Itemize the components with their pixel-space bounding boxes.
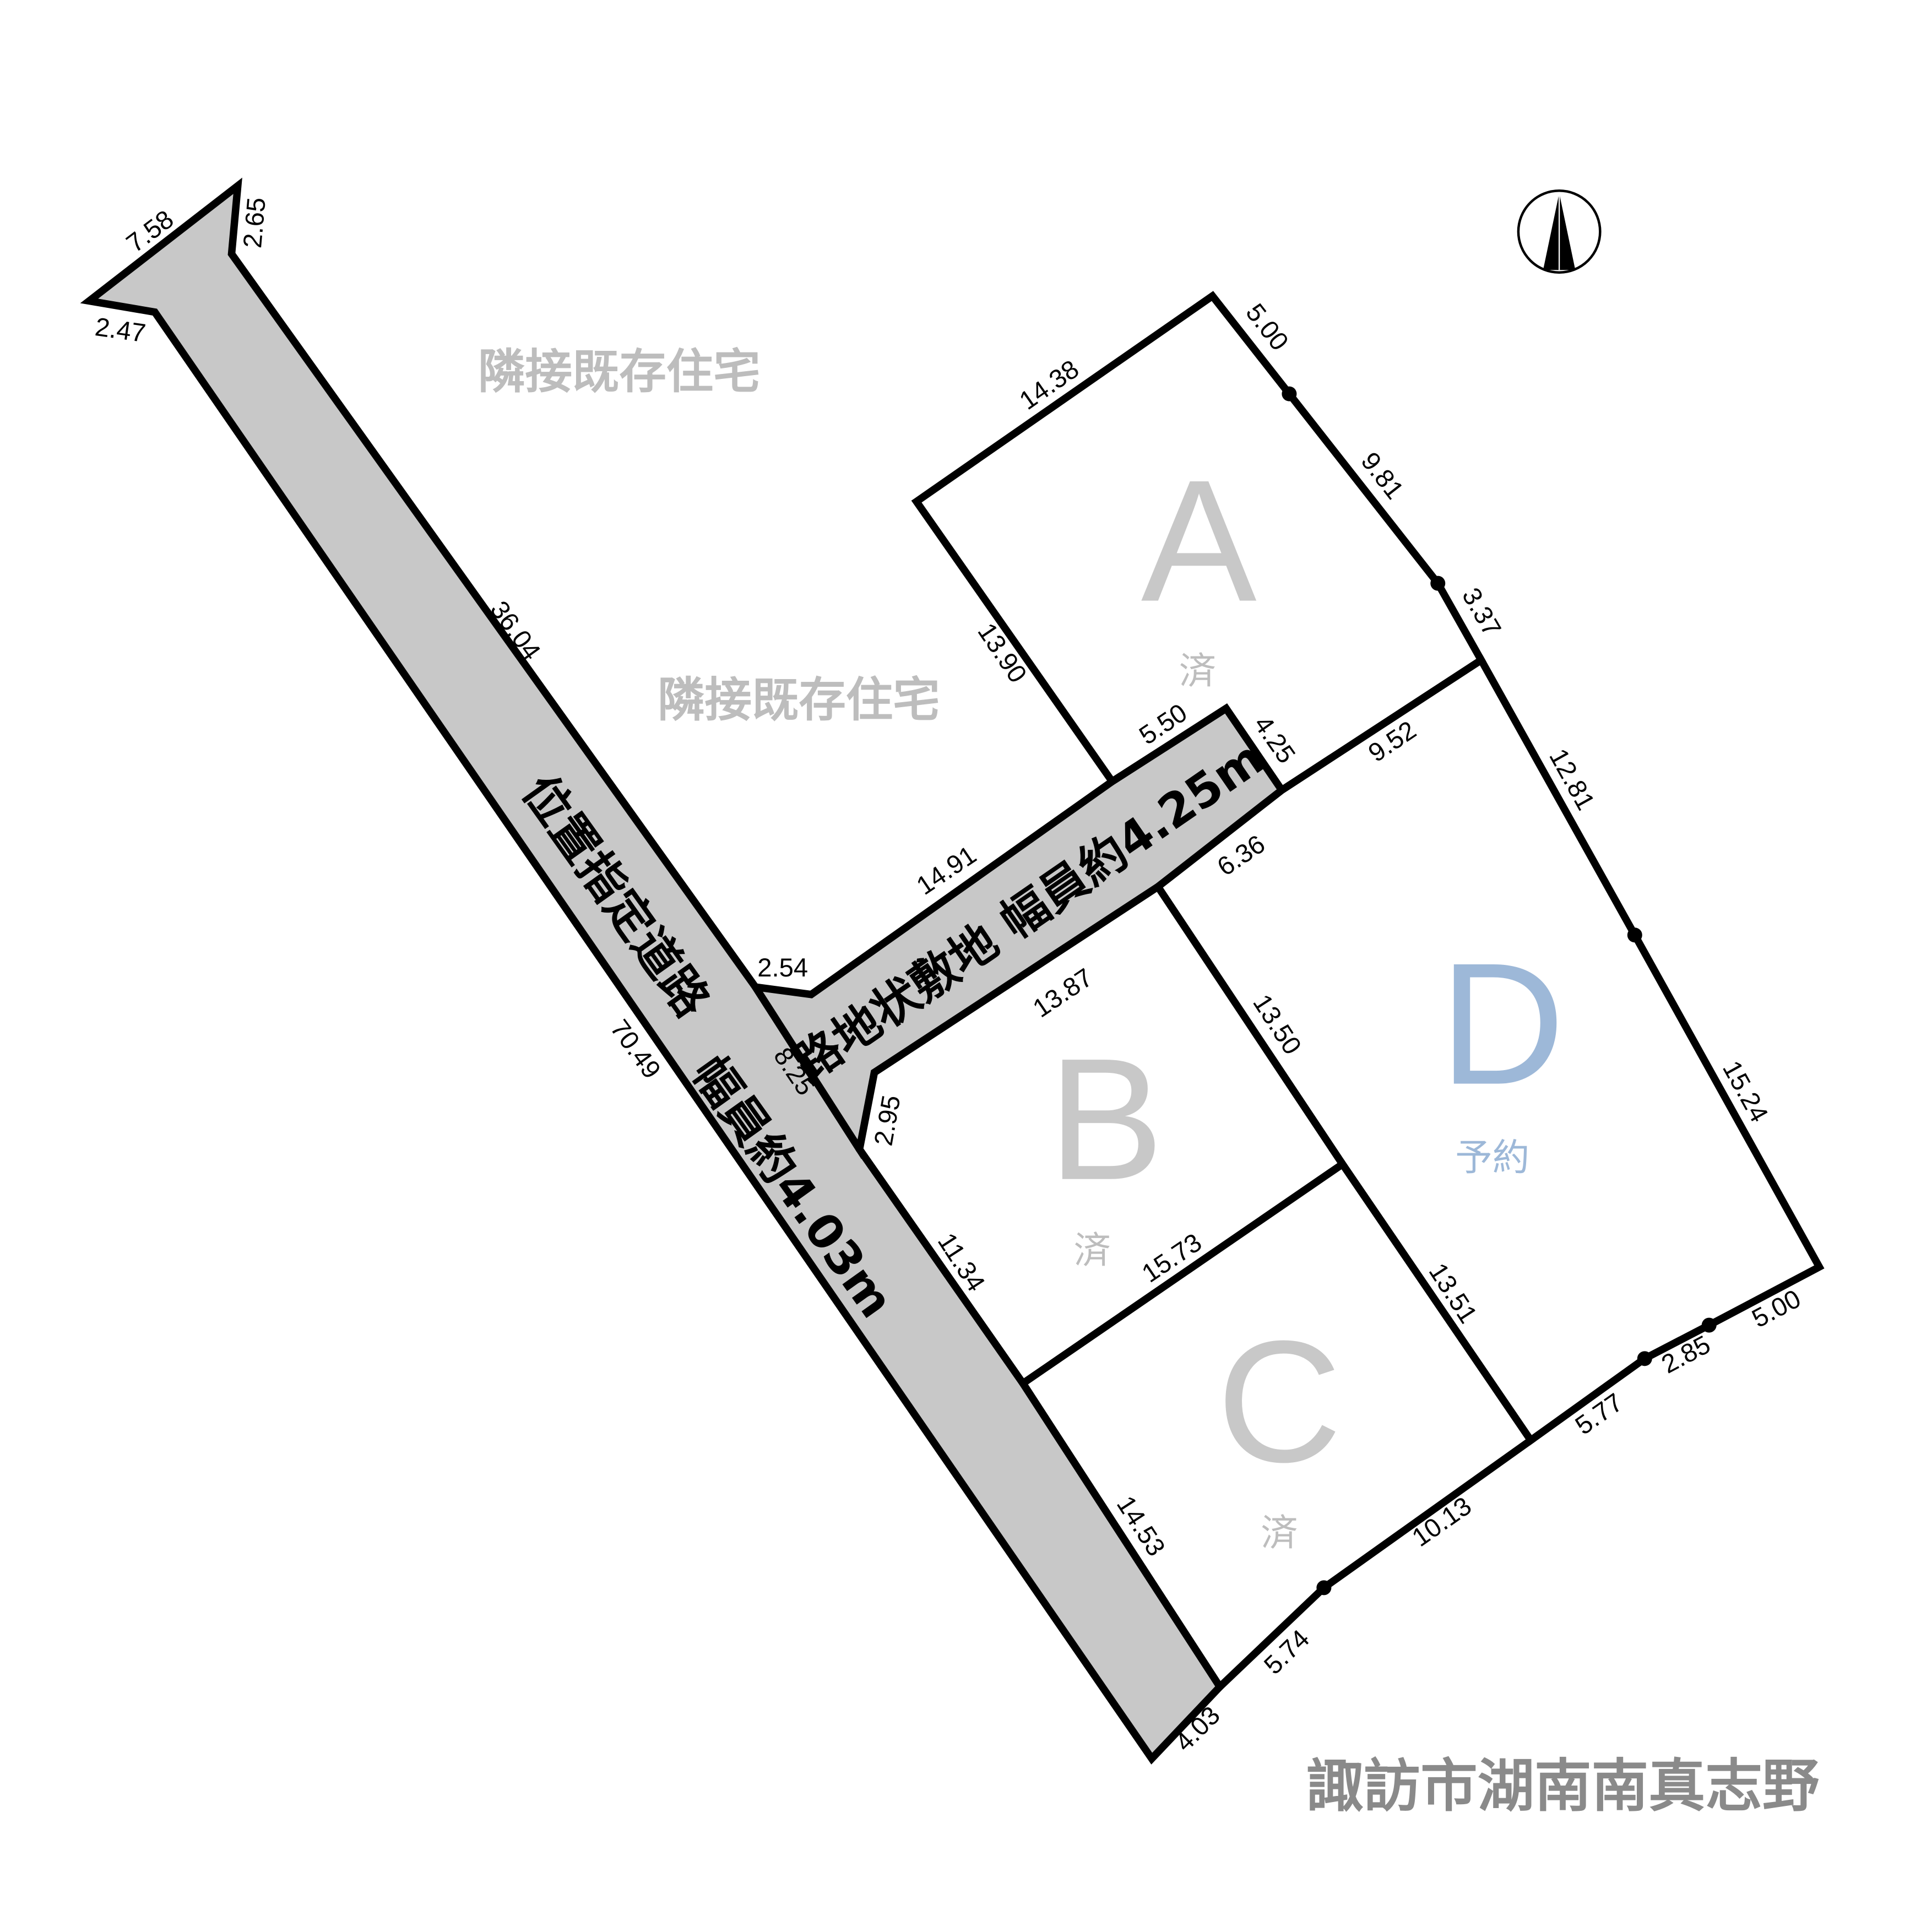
- north-arrow-icon: [1517, 189, 1602, 274]
- lot-c-outline[interactable]: [1018, 1159, 1536, 1693]
- lot-d-outline[interactable]: [1153, 654, 1825, 1446]
- address-label: 諏訪市湖南南真志野: [1306, 1754, 1819, 1820]
- boundary-markers: [1282, 386, 1717, 1595]
- boundary-marker: [1701, 1317, 1717, 1333]
- lot-d-label: D: [1440, 927, 1565, 1121]
- lot-b-label: B: [1048, 1022, 1164, 1216]
- boundary-marker: [1282, 386, 1297, 401]
- lot-c-status: 済: [1261, 1511, 1298, 1554]
- lot-b-status: 済: [1074, 1229, 1111, 1272]
- neighbor-label: 隣接既存住宅: [658, 673, 940, 728]
- lot-d-status: 予約: [1455, 1136, 1529, 1179]
- lot-c-label: C: [1217, 1304, 1342, 1498]
- boundary-marker: [1637, 1351, 1652, 1366]
- boundary-marker: [1316, 1580, 1332, 1595]
- dimension-label: 2.65: [238, 196, 272, 249]
- neighbor-label: 隣接既存住宅: [478, 345, 761, 399]
- dimension-label: 2.54: [757, 953, 808, 983]
- lot-a-label: A: [1141, 444, 1258, 638]
- boundary-marker: [1430, 576, 1446, 591]
- boundary-marker: [1627, 927, 1642, 943]
- lot-a-status: 済: [1179, 649, 1216, 692]
- dimension-label: 2.47: [93, 312, 147, 348]
